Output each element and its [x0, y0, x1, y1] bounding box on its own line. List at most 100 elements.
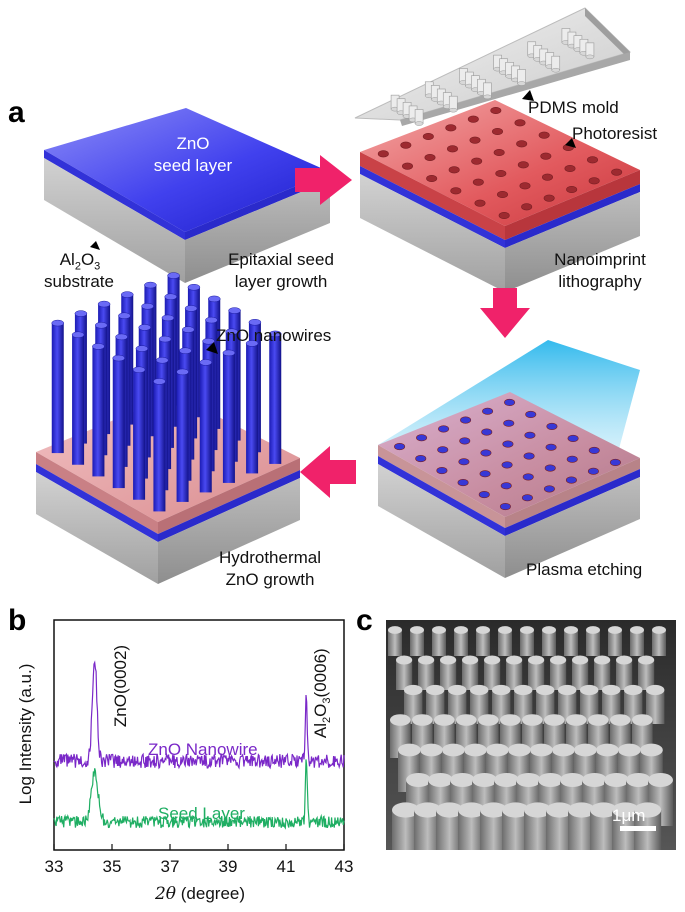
nanowire-tip [167, 272, 180, 279]
hole [437, 446, 449, 454]
hole [538, 131, 550, 139]
sem-pillar [630, 630, 644, 656]
substrate-sub2: 2 [74, 260, 81, 273]
arrow-left-icon [300, 446, 356, 498]
hole [450, 187, 462, 195]
sem-pillar-top [426, 684, 445, 696]
seed-layer-top [44, 108, 330, 232]
nanowire-tip [97, 300, 111, 308]
nanowire-block [36, 272, 300, 584]
nanowire-tip [153, 378, 166, 385]
sem-pillar-top [524, 802, 552, 818]
sem-pillar-top [594, 655, 611, 665]
seed-layer-block [44, 108, 330, 283]
hole [586, 156, 598, 164]
hole [502, 440, 514, 448]
sem-pillar-top [626, 773, 651, 787]
sem-pillar-top [552, 743, 575, 757]
panel-letter-c: c [356, 604, 373, 637]
sem-pillar-top [652, 626, 666, 634]
scale-bar [620, 826, 656, 831]
nanowire-tip [95, 322, 108, 329]
sem-pillar-top [476, 626, 490, 634]
sem-pillar-top [484, 655, 501, 665]
sem-pillar [498, 630, 512, 656]
step2-label-line1: Nanoimprint [554, 250, 646, 269]
nanowire [176, 371, 189, 502]
hole [498, 211, 510, 220]
hole [480, 449, 492, 457]
sem-pillar-top [544, 714, 565, 726]
nanowire-tip [138, 324, 151, 331]
chart-xlabel: 2θ (degree) [154, 884, 246, 904]
hole [471, 157, 483, 165]
hole [377, 150, 389, 158]
sem-pillar-top [418, 655, 435, 665]
nanowire-tip [161, 314, 175, 322]
hole [482, 407, 494, 415]
sem-pillar-top [572, 655, 589, 665]
hole [422, 132, 434, 141]
substrate-label: Al2O3 [40, 250, 120, 276]
sem-pillar-top [542, 626, 556, 634]
sem-pillar [646, 690, 665, 724]
sem-pillar [476, 630, 490, 656]
step3-label-line1: Hydrothermal [218, 548, 322, 567]
nanowire [92, 346, 105, 477]
sem-pillar-top [462, 655, 479, 665]
peak1-label: ZnO(0002) [111, 644, 130, 728]
x-tick-label: 39 [219, 857, 238, 876]
sem-pillar-top [582, 773, 607, 787]
plasma-etching-block [378, 392, 640, 578]
step3-label-line2: ZnO growth [225, 570, 315, 589]
nanowire-tip [176, 368, 189, 376]
nanowire-tip [184, 305, 198, 312]
sem-pillar-top [440, 655, 457, 665]
nanowire-tip [245, 340, 259, 347]
sem-pillar-top [404, 684, 423, 696]
photoresist-pointer-icon [565, 138, 576, 148]
substrate-o: O [80, 250, 95, 269]
mold-pillar-tip [551, 67, 560, 73]
hole [543, 194, 555, 202]
hole [446, 145, 458, 153]
sem-pillar-top [514, 684, 533, 696]
sem-pillar-top [612, 802, 640, 818]
hole [517, 161, 529, 169]
step1-label-line1: Epitaxial seed [228, 250, 334, 269]
nanowire-tip [202, 338, 215, 345]
sem-pillar [638, 660, 655, 690]
sem-pillar-top [420, 743, 443, 757]
substrate-label-line2: substrate [44, 272, 114, 291]
nanowire-tip [222, 349, 236, 357]
chart-ylabel: Log Intensity (a.u.) [16, 663, 35, 805]
hole [588, 177, 600, 185]
hole [546, 422, 558, 430]
substrate-pointer-icon [90, 241, 100, 250]
nanowire-tip [121, 291, 134, 298]
sem-pillar-top [450, 773, 475, 787]
hole [565, 476, 577, 484]
nanowire [133, 369, 146, 500]
seed-layer-title: ZnO [176, 134, 210, 153]
hole [478, 491, 490, 499]
hole [401, 162, 413, 170]
sem-pillar-top [434, 714, 455, 726]
sem-pillar-top [558, 684, 577, 696]
sem-pillar [564, 630, 578, 656]
hole [504, 398, 516, 406]
sem-pillar-top [640, 743, 663, 757]
seed-layer-subtitle: seed layer [153, 156, 233, 175]
sem-pillar-top [392, 802, 420, 818]
sem-pillar-top [630, 626, 644, 634]
hole [514, 119, 526, 127]
sem-pillar-top [646, 684, 665, 696]
substrate-right-face [185, 180, 330, 283]
sem-pillar-top [448, 684, 467, 696]
legend-seed-layer: Seed Layer [158, 804, 245, 823]
hole [472, 178, 484, 186]
hole [474, 199, 486, 207]
hole [566, 185, 578, 194]
photoresist-label: Photoresist [572, 124, 658, 143]
